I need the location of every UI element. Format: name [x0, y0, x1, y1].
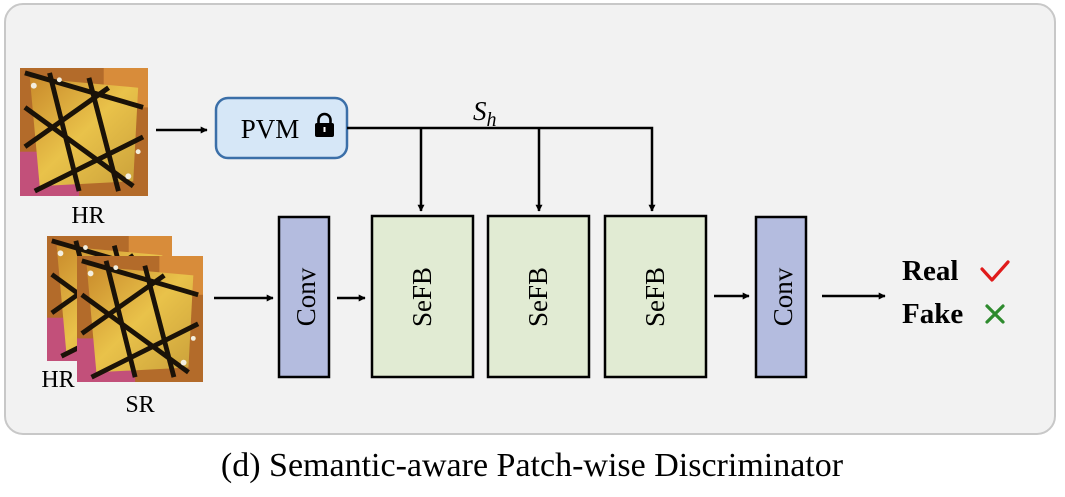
pvm-label: PVM	[241, 114, 300, 144]
output-fake-label: Fake	[902, 298, 963, 330]
sr-image-stack	[77, 256, 203, 382]
feature-label-sub: h	[487, 109, 497, 131]
figure-caption: (d) Semantic-aware Patch-wise Discrimina…	[221, 447, 844, 484]
lock-icon	[315, 112, 334, 137]
sefb-label-3: SeFB	[640, 267, 670, 327]
conv-label-1: Conv	[291, 267, 321, 326]
sefb-label-1: SeFB	[407, 267, 437, 327]
feature-label-sh: Sh	[473, 96, 497, 131]
check-icon	[980, 260, 1010, 282]
hr-stack-label: HR	[41, 367, 74, 393]
conv-block-2: Conv	[754, 215, 808, 379]
line-pvm-feature	[347, 126, 656, 212]
sefb-block-2: SeFB	[486, 214, 591, 379]
feature-label-base: S	[473, 96, 487, 126]
sefb-block-1: SeFB	[370, 214, 475, 379]
sr-stack-label: SR	[125, 392, 154, 418]
output-real-label: Real	[902, 255, 958, 287]
sefb-label-2: SeFB	[523, 267, 553, 327]
conv-label-2: Conv	[768, 267, 798, 326]
sefb-block-3: SeFB	[603, 214, 708, 379]
conv-block-1: Conv	[277, 215, 331, 379]
hr-image-top	[20, 68, 148, 196]
cross-icon	[985, 304, 1005, 324]
hr-top-label: HR	[71, 203, 104, 229]
